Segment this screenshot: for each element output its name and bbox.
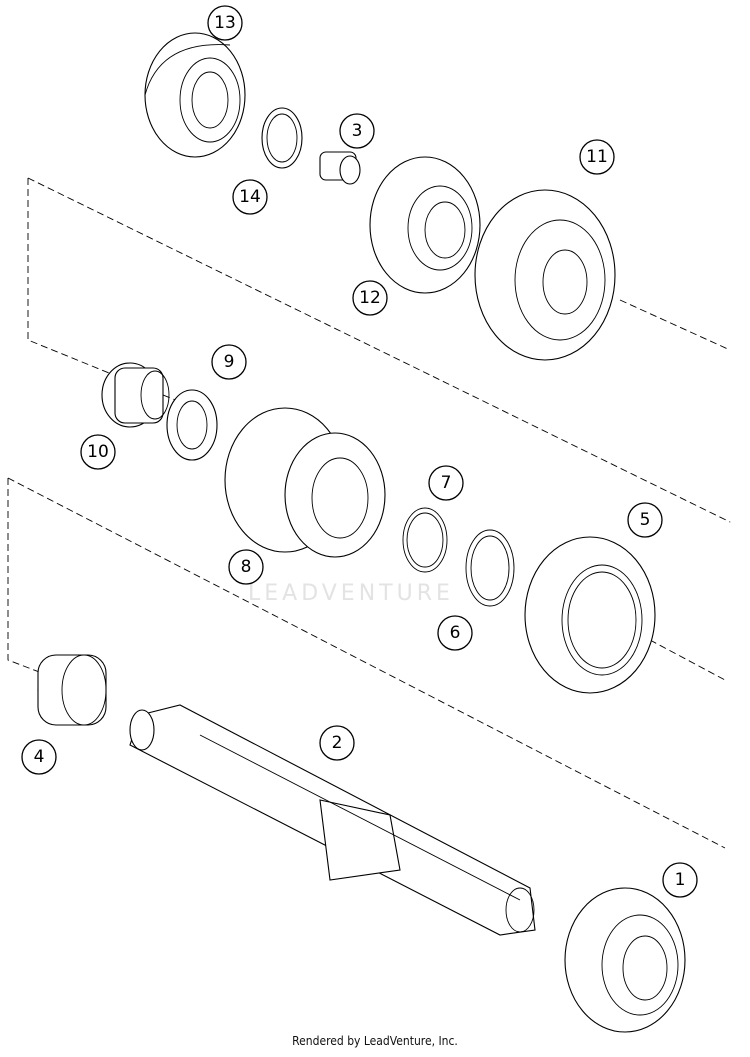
callout-7: 7	[428, 465, 464, 501]
part-11-gear	[474, 189, 616, 361]
callout-8: 8	[228, 549, 264, 585]
callout-12: 12	[352, 280, 388, 316]
svg-text:9: 9	[224, 352, 235, 372]
part-7-circlip	[402, 507, 448, 573]
alignment-guides	[7, 177, 731, 849]
svg-text:1: 1	[675, 870, 686, 890]
svg-text:7: 7	[441, 473, 452, 493]
watermark-text: LEADVENTURE	[248, 581, 454, 606]
part-14-ring	[261, 107, 303, 169]
part-5-gear	[524, 536, 656, 694]
part-4-bushing	[37, 654, 107, 726]
part-13-bearing	[144, 32, 246, 158]
svg-text:3: 3	[352, 121, 363, 141]
callout-2: 2	[319, 725, 355, 761]
part-8-gear	[224, 407, 386, 558]
callout-6: 6	[437, 615, 473, 651]
callout-3: 3	[339, 113, 375, 149]
svg-text:11: 11	[586, 147, 608, 167]
svg-text:6: 6	[450, 623, 461, 643]
part-2-shaft	[129, 704, 536, 936]
part-12-gear	[369, 156, 481, 294]
part-6-washer	[465, 529, 515, 607]
callout-9: 9	[211, 344, 247, 380]
svg-text:2: 2	[332, 733, 343, 753]
svg-text:8: 8	[241, 557, 252, 577]
callout-13: 13	[207, 5, 243, 41]
callout-4: 4	[21, 739, 57, 775]
svg-text:10: 10	[87, 442, 109, 462]
callout-14: 14	[232, 179, 268, 215]
part-3-sleeve	[319, 151, 361, 185]
part-1-bearing	[564, 887, 686, 1033]
footer-credit: Rendered by LeadVenture, Inc.	[292, 1034, 458, 1048]
callout-1: 1	[662, 862, 698, 898]
svg-text:5: 5	[640, 510, 651, 530]
svg-text:14: 14	[239, 187, 261, 207]
part-10-needle-bearing	[101, 362, 170, 428]
svg-text:12: 12	[359, 288, 381, 308]
part-9-washer	[166, 389, 218, 461]
callout-5: 5	[627, 502, 663, 538]
svg-text:13: 13	[214, 13, 236, 33]
svg-text:4: 4	[34, 747, 45, 767]
callout-10: 10	[80, 434, 116, 470]
callout-11: 11	[579, 139, 615, 175]
